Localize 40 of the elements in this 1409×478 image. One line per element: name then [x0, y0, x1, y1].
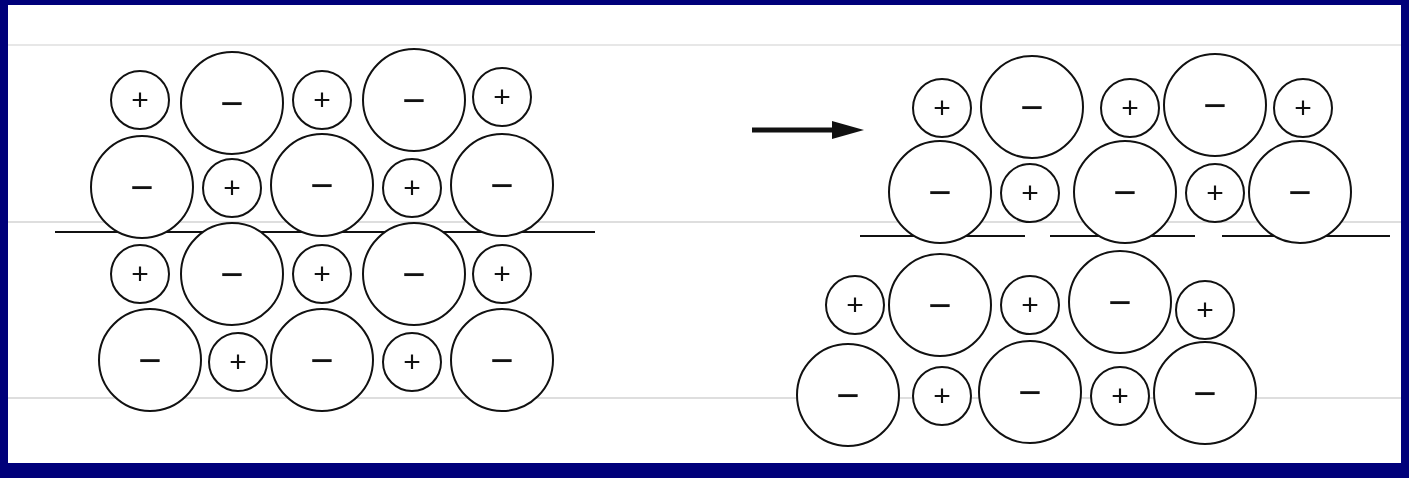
charge-sign: +: [846, 290, 864, 320]
charge-sign: +: [403, 347, 421, 377]
charge-sign: −: [402, 254, 426, 294]
charge-sign: −: [928, 172, 952, 212]
charge-sign: −: [928, 285, 952, 325]
charge-sign: +: [313, 85, 331, 115]
charge-sign: +: [229, 347, 247, 377]
charge-sign: +: [1121, 93, 1139, 123]
charge-sign: +: [131, 85, 149, 115]
charge-sign: −: [1020, 87, 1044, 127]
charge-sign: +: [933, 381, 951, 411]
charge-sign: −: [310, 340, 334, 380]
charge-sign: −: [220, 83, 244, 123]
charge-sign: −: [402, 80, 426, 120]
charge-sign: −: [1018, 372, 1042, 412]
charge-sign: −: [310, 165, 334, 205]
charge-sign: +: [1294, 93, 1312, 123]
charge-sign: +: [1111, 381, 1129, 411]
charge-sign: −: [220, 254, 244, 294]
charge-sign: +: [1206, 178, 1224, 208]
charge-sign: +: [1021, 290, 1039, 320]
charge-sign: +: [223, 173, 241, 203]
charge-sign: −: [1288, 172, 1312, 212]
charge-sign: −: [130, 167, 154, 207]
charge-sign: −: [1193, 373, 1217, 413]
charge-sign: +: [313, 259, 331, 289]
charge-sign: −: [490, 340, 514, 380]
charge-sign: +: [493, 82, 511, 112]
charge-sign: +: [933, 93, 951, 123]
charge-sign: +: [1021, 178, 1039, 208]
charge-sign: −: [1203, 85, 1227, 125]
charge-sign: −: [1113, 172, 1137, 212]
charge-sign: −: [1108, 282, 1132, 322]
charge-sign: +: [493, 259, 511, 289]
charge-sign: +: [131, 259, 149, 289]
charge-sign: −: [138, 340, 162, 380]
charge-sign: −: [490, 165, 514, 205]
charge-sign: +: [403, 173, 421, 203]
charge-sign: +: [1196, 295, 1214, 325]
charge-sign: −: [836, 375, 860, 415]
